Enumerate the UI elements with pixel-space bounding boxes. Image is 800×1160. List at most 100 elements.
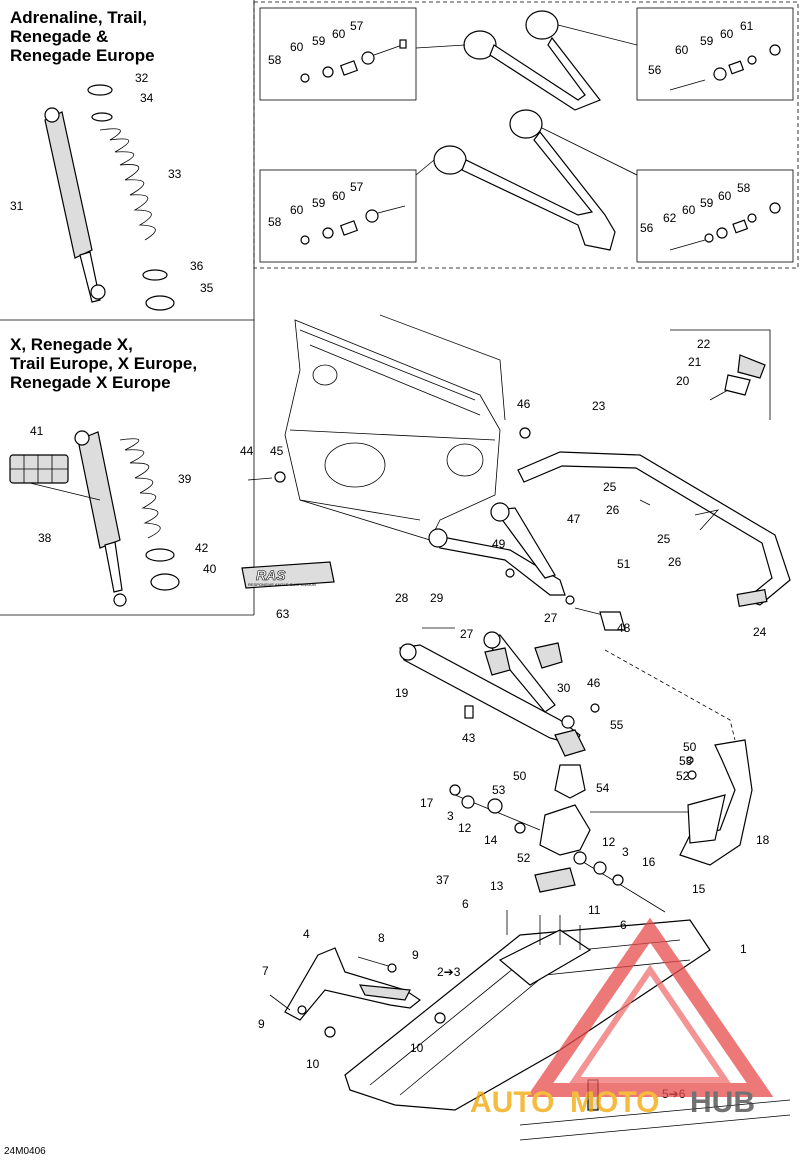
callout-3-b: 3 [622, 845, 629, 859]
drawing-code: 24M0406 [4, 1146, 46, 1157]
callout-14: 14 [484, 833, 498, 847]
callout-26-a: 26 [606, 503, 620, 517]
callout-9-b: 9 [258, 1017, 265, 1031]
callout-16: 16 [642, 855, 656, 869]
bolt-set-upper-right [669, 44, 781, 91]
shock-absorber-x [9, 430, 180, 607]
callout-1: 1 [740, 942, 747, 956]
callout-60-f: 60 [332, 189, 346, 203]
callout-6-a: 6 [462, 897, 469, 911]
callout-17: 17 [420, 796, 434, 810]
callout-60-b: 60 [332, 27, 346, 41]
callout-8: 8 [378, 931, 385, 945]
callout-25-b: 25 [657, 532, 671, 546]
callout-59-a: 59 [312, 34, 326, 48]
bolt-set-lower-left [300, 205, 406, 245]
callout-18: 18 [756, 833, 770, 847]
callout-57-a: 57 [350, 19, 364, 33]
ras-logo [241, 561, 335, 589]
upper-a-arm-drawing [415, 10, 638, 111]
adjuster-knobs [9, 454, 69, 484]
callout-26-b: 26 [668, 555, 682, 569]
shock-section-title-x: X, Renegade X, Trail Europe, X Europe, R… [10, 335, 198, 392]
callout-60-c: 60 [675, 43, 689, 57]
callout-37: 37 [436, 873, 450, 887]
callout-49: 49 [492, 537, 506, 551]
callout-50-a: 50 [683, 740, 697, 754]
detail-box-lower-left [259, 169, 417, 263]
callout-62: 62 [663, 211, 677, 225]
callout-45: 45 [270, 444, 284, 458]
callout-15: 15 [692, 882, 706, 896]
callout-52-a: 52 [676, 769, 690, 783]
callout-35: 35 [200, 281, 214, 295]
callout-59-c: 59 [312, 196, 326, 210]
callout-38: 38 [38, 531, 52, 545]
watermark-hub: HUB [690, 1086, 755, 1119]
shock-section-title-standard: Adrenaline, Trail, Renegade & Renegade E… [10, 8, 155, 65]
callout-41: 41 [30, 424, 44, 438]
tie-rod-drawing [574, 607, 736, 741]
bolt-set-lower-right [669, 202, 781, 251]
fasteners-misc [247, 427, 720, 780]
callout-60-d: 60 [720, 27, 734, 41]
callout-33: 33 [168, 167, 182, 181]
callout-11: 11 [588, 903, 601, 917]
callout-21: 21 [688, 355, 702, 369]
callout-20: 20 [676, 374, 690, 388]
ski-handle-drawing [269, 947, 446, 1038]
lower-a-arm-drawing [415, 109, 638, 251]
bushing-detail-frame [253, 1, 799, 269]
ras-logo-text: RAS [256, 567, 286, 583]
callout-48: 48 [617, 621, 631, 635]
callout-51: 51 [617, 557, 631, 571]
callout-23: 23 [592, 399, 606, 413]
callout-59-b: 59 [700, 34, 714, 48]
callout-60-a: 60 [290, 40, 304, 54]
callout-60-g: 60 [682, 203, 696, 217]
callout-34: 34 [140, 91, 154, 105]
callout-57-b: 57 [350, 180, 364, 194]
callout-6-b: 6 [620, 918, 627, 932]
callout-10-a: 10 [306, 1057, 320, 1071]
upper-arm-drawing [428, 502, 566, 596]
callout-2to3: 2➔3 [437, 965, 461, 979]
callout-labels: 32 34 33 31 36 35 41 39 38 42 40 63 58 6… [10, 19, 770, 1101]
lower-arm-drawing [399, 631, 586, 757]
callout-63: 63 [276, 607, 290, 621]
watermark: AUTO MOTO HUB [470, 917, 774, 1119]
detail-box-lower-right [636, 169, 794, 263]
chassis-frame-drawing [284, 314, 506, 541]
callout-46-b: 46 [587, 676, 601, 690]
callout-60-e: 60 [290, 203, 304, 217]
callout-22: 22 [697, 337, 711, 351]
callout-56-a: 56 [648, 63, 662, 77]
callout-60-h: 60 [718, 189, 732, 203]
callout-30: 30 [557, 681, 571, 695]
callout-39: 39 [178, 472, 192, 486]
callout-56-b: 56 [640, 221, 654, 235]
callout-25-a: 25 [603, 480, 617, 494]
ras-logo-subtext: RESPONSIVE ANGLE SUSPENSION [248, 582, 316, 587]
callout-27-a: 27 [544, 611, 558, 625]
callout-44: 44 [240, 444, 254, 458]
callout-40: 40 [203, 562, 217, 576]
callout-28: 28 [395, 591, 409, 605]
callout-42: 42 [195, 541, 209, 555]
callout-53-a: 53 [679, 754, 693, 768]
callout-3-a: 3 [447, 809, 454, 823]
ski-leg-drawing [679, 739, 753, 866]
detail-box-upper-left [259, 7, 417, 101]
callout-13: 13 [490, 879, 504, 893]
callout-58-c: 58 [737, 181, 751, 195]
callout-12-b: 12 [602, 835, 616, 849]
watermark-auto: AUTO [470, 1086, 554, 1119]
bolt-set-upper-left [300, 39, 407, 83]
callout-7: 7 [262, 964, 269, 978]
watermark-moto: MOTO [570, 1086, 659, 1119]
callout-29: 29 [430, 591, 444, 605]
ski-leg-bolts [449, 784, 666, 913]
callout-27-b: 27 [460, 627, 474, 641]
callout-36: 36 [190, 259, 204, 273]
